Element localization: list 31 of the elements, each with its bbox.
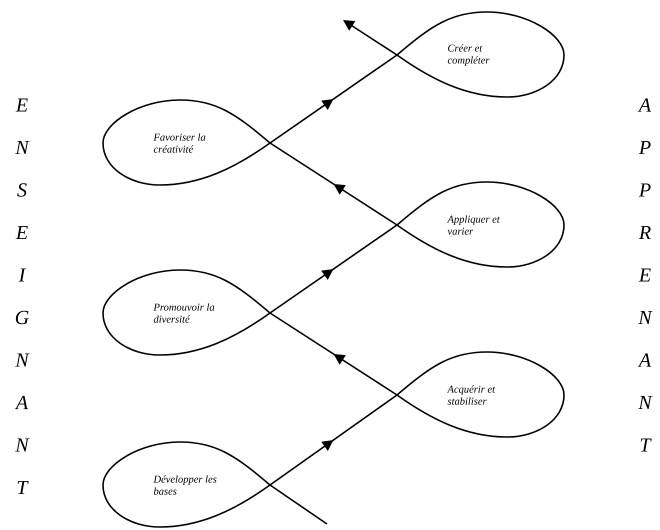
letter: E <box>16 98 28 112</box>
arrow <box>270 312 398 396</box>
arrow <box>270 142 398 226</box>
arrow <box>270 394 398 486</box>
letter: S <box>17 183 27 197</box>
letter: T <box>640 438 652 452</box>
loop-shape: Promouvoir la diversité <box>102 269 271 356</box>
letter: N <box>15 353 30 367</box>
arrow <box>270 54 398 144</box>
letter: P <box>638 183 651 197</box>
letter: I <box>18 268 26 282</box>
loop-shape: Développer les bases <box>102 441 271 528</box>
letter: N <box>15 438 30 452</box>
letter: A <box>638 353 652 367</box>
letter: P <box>638 140 651 154</box>
letter: A <box>14 396 28 410</box>
letter: N <box>15 140 30 154</box>
letter: N <box>638 396 653 410</box>
arrow <box>270 224 398 314</box>
letter: T <box>18 480 29 494</box>
letter: E <box>638 268 651 282</box>
loop-shape: Appliquer et varier <box>396 181 565 268</box>
loop-shape: Acquérir et stabiliser <box>396 351 565 438</box>
loop-shape: Favoriser la créativité <box>102 99 271 186</box>
letter: N <box>638 310 653 324</box>
letter: G <box>16 310 29 324</box>
letter: A <box>638 98 652 112</box>
letter: E <box>16 226 28 240</box>
letter: R <box>638 226 651 240</box>
loop-shape: Créer et compléter <box>396 11 565 98</box>
line <box>270 484 328 525</box>
